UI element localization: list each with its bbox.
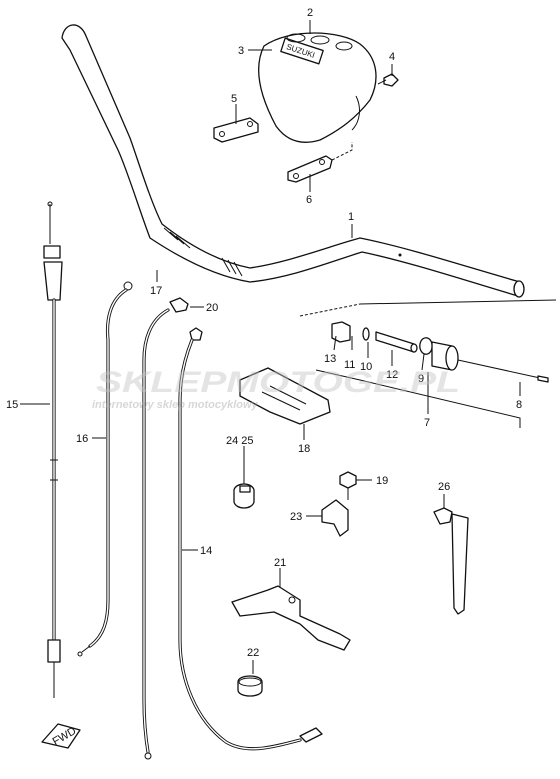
cable-14 — [178, 327, 323, 751]
callout-1: 1 — [348, 211, 354, 223]
callout-13: 13 — [324, 353, 336, 365]
watermark: SKLEPMOTOGE.PL internetowy sklep motocyk… — [92, 366, 460, 411]
callout-11: 11 — [344, 359, 355, 371]
callout-4: 4 — [389, 51, 395, 63]
bolt-19 — [339, 471, 357, 500]
callout-12: 12 — [386, 369, 398, 381]
callout-16: 16 — [76, 433, 88, 445]
callout-2: 2 — [307, 7, 313, 19]
callouts: 2 3 4 5 6 1 17 20 13 11 10 12 9 8 7 15 1… — [6, 7, 522, 659]
cable-20 — [142, 297, 189, 760]
leader-lines — [20, 20, 521, 674]
part-26 — [433, 507, 469, 615]
handlebar — [61, 24, 525, 298]
callout-22: 22 — [247, 647, 259, 659]
bracket-23 — [321, 499, 349, 537]
bracket-6 — [287, 142, 353, 183]
clamp-24-25 — [233, 483, 255, 509]
fwd-arrow: FWD — [41, 723, 81, 749]
watermark-logo: SKLEPMOTOGE.PL — [96, 366, 460, 399]
callout-7: 7 — [424, 417, 430, 429]
callout-20: 20 — [206, 302, 218, 314]
callout-17: 17 — [150, 285, 162, 297]
clamp-22 — [237, 675, 263, 697]
bracket-5 — [213, 117, 259, 143]
bracket-18 — [239, 367, 331, 425]
callout-18: 18 — [298, 443, 310, 455]
callout-26: 26 — [438, 481, 450, 493]
callout-21: 21 — [274, 557, 286, 569]
bolt-4 — [377, 73, 399, 87]
callout-23: 23 — [290, 511, 302, 523]
callout-3: 3 — [238, 45, 244, 57]
handlebar-cover: SUZUKI — [258, 32, 377, 143]
callout-5: 5 — [231, 93, 237, 105]
cable-16 — [77, 281, 133, 657]
cable-15 — [43, 201, 63, 698]
callout-10: 10 — [360, 361, 372, 373]
callout-15: 15 — [6, 399, 18, 411]
balancer-parts — [299, 299, 557, 428]
callout-19: 19 — [376, 475, 388, 487]
bracket-21 — [231, 585, 351, 651]
watermark-tagline: internetowy sklep motocyklowy — [92, 399, 259, 411]
callout-8: 8 — [516, 399, 522, 411]
callout-14: 14 — [200, 545, 212, 557]
callout-6: 6 — [306, 194, 312, 206]
callout-9: 9 — [418, 373, 424, 385]
callout-24-25: 24 25 — [226, 435, 254, 447]
